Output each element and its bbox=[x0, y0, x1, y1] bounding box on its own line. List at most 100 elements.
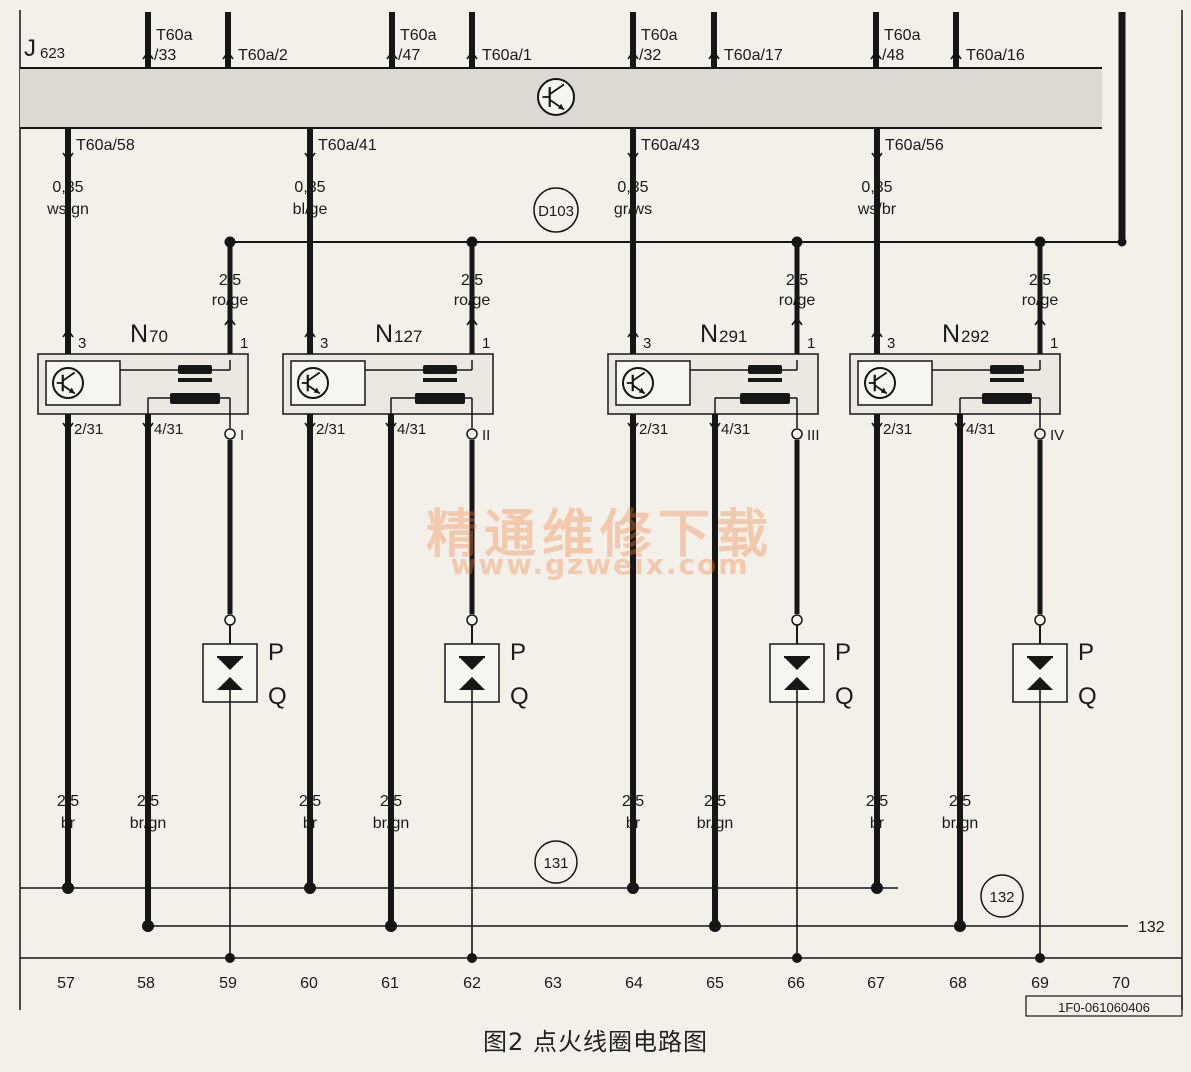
pin-ground1-label: 2/31 bbox=[316, 421, 345, 438]
doc-ref-box bbox=[1025, 995, 1183, 1017]
ground-point-d103-label: D103 bbox=[538, 203, 574, 220]
ground2-wire-color: br/gn bbox=[942, 815, 978, 832]
spark-plug-lower-electrode bbox=[784, 677, 810, 690]
transistor-arrow bbox=[68, 387, 75, 394]
ground2-wire-size: 2,5 bbox=[137, 793, 159, 810]
signal-pin-arrow bbox=[304, 328, 316, 338]
ht-lead-terminal bbox=[224, 614, 236, 626]
coil-name: N bbox=[942, 320, 960, 348]
supply-wire-size: 2,5 bbox=[1029, 272, 1051, 289]
signal-pin-arrow bbox=[62, 328, 74, 338]
transistor-collector bbox=[62, 371, 76, 382]
ecu-top-arrow bbox=[870, 50, 882, 60]
pin-ground1-label: 2/31 bbox=[74, 421, 103, 438]
transistor-circle bbox=[52, 367, 84, 399]
transistor-circle bbox=[622, 367, 654, 399]
supply-arrow bbox=[466, 316, 478, 326]
transistor-collector bbox=[632, 371, 646, 382]
ecu-top-pin-label: T60a bbox=[641, 27, 678, 44]
spark-plug-label-p: P bbox=[510, 639, 526, 666]
coil-secondary-winding bbox=[170, 393, 220, 404]
signal-wire-size: 0,35 bbox=[617, 179, 648, 196]
ecu-subscript: 623 bbox=[40, 45, 65, 62]
pin-signal-number: 3 bbox=[887, 335, 895, 352]
transistor-circle bbox=[537, 78, 575, 116]
spark-output-label: IV bbox=[1050, 427, 1064, 444]
pin-ground2-label: 4/31 bbox=[721, 421, 750, 438]
coil-transistor-icon bbox=[297, 367, 329, 399]
supply-arrow bbox=[224, 316, 236, 326]
ground-line-ref: 132 bbox=[1138, 919, 1165, 936]
ground1-wire-color: br bbox=[870, 815, 885, 832]
transistor-arrow bbox=[558, 103, 565, 110]
coil-name: N bbox=[130, 320, 148, 348]
column-number: 69 bbox=[1031, 975, 1049, 992]
ground2-wire-size: 2,5 bbox=[380, 793, 402, 810]
column-number: 58 bbox=[137, 975, 155, 992]
signal-wire-size: 0,35 bbox=[294, 179, 325, 196]
pin-ground2-label: 4/31 bbox=[154, 421, 183, 438]
coil-primary-winding bbox=[748, 365, 782, 374]
ground2-wire-size: 2,5 bbox=[704, 793, 726, 810]
spark-plug-lower-electrode bbox=[217, 677, 243, 690]
signal-arrow bbox=[871, 152, 883, 162]
coil-transistor-icon bbox=[52, 367, 84, 399]
coil-core bbox=[748, 378, 782, 382]
pin-ground1-label: 2/31 bbox=[883, 421, 912, 438]
supply-junction bbox=[1034, 236, 1046, 248]
ecu-top-pin-label: T60a/17 bbox=[724, 47, 783, 64]
ecu-label: J bbox=[24, 35, 36, 62]
ground1-wire-size: 2,5 bbox=[866, 793, 888, 810]
transistor-arrow bbox=[638, 387, 645, 394]
ecu-bottom-pin-label: T60a/58 bbox=[76, 137, 135, 154]
ecu-top-pin-label: T60a bbox=[400, 27, 437, 44]
column-number: 59 bbox=[219, 975, 237, 992]
column-number: 64 bbox=[625, 975, 643, 992]
ecu-bottom-pin-label: T60a/56 bbox=[885, 137, 944, 154]
spark-plug-label-p: P bbox=[1078, 639, 1094, 666]
ht-lead-terminal bbox=[466, 614, 478, 626]
signal-wire-color: gr/ws bbox=[614, 201, 652, 218]
pin-ground2-label: 4/31 bbox=[397, 421, 426, 438]
coil-transistor-icon bbox=[864, 367, 896, 399]
spark-plug-label-q: Q bbox=[835, 683, 854, 710]
column-number: 67 bbox=[867, 975, 885, 992]
spark-plug-lower-electrode bbox=[459, 677, 485, 690]
ecu-top-pin-label: T60a bbox=[156, 27, 193, 44]
pin-signal-number: 3 bbox=[320, 335, 328, 352]
watermark-text: 精通维修下载 bbox=[425, 504, 774, 565]
column-number: 62 bbox=[463, 975, 481, 992]
supply-wire-size: 2,5 bbox=[786, 272, 808, 289]
pin-supply-number: 1 bbox=[807, 335, 815, 352]
ground-point-131-label: 131 bbox=[543, 855, 568, 872]
ecu-top-pin-label: /32 bbox=[639, 47, 661, 64]
coil-subscript: 127 bbox=[394, 327, 422, 346]
coil-core bbox=[423, 378, 457, 382]
supply-junction bbox=[466, 236, 478, 248]
coil-subscript: 70 bbox=[149, 327, 168, 346]
spark-output-terminal bbox=[466, 428, 478, 440]
coil-secondary-winding bbox=[982, 393, 1032, 404]
ht-lead-terminal bbox=[791, 614, 803, 626]
ground2-wire-size: 2,5 bbox=[949, 793, 971, 810]
ground1-wire-color: br bbox=[303, 815, 318, 832]
supply-junction bbox=[224, 236, 236, 248]
signal-arrow bbox=[62, 152, 74, 162]
spark-output-terminal bbox=[224, 428, 236, 440]
signal-pin-arrow bbox=[871, 328, 883, 338]
spark-output-label: III bbox=[807, 427, 820, 444]
coil-name: N bbox=[375, 320, 393, 348]
doc-ref-label: 1F0-061060406 bbox=[1058, 1000, 1150, 1015]
ecu-top-arrow bbox=[386, 50, 398, 60]
coil-subscript: 292 bbox=[961, 327, 989, 346]
ecu-top-pin-label: T60a/2 bbox=[238, 47, 288, 64]
signal-arrow bbox=[627, 152, 639, 162]
column-number: 66 bbox=[787, 975, 805, 992]
ecu-transistor-icon bbox=[537, 78, 575, 116]
signal-wire-size: 0,35 bbox=[52, 179, 83, 196]
ht-lead-terminal bbox=[1034, 614, 1046, 626]
pin-ground2-label: 4/31 bbox=[966, 421, 995, 438]
pin-ground1-label: 2/31 bbox=[639, 421, 668, 438]
coil-name: N bbox=[700, 320, 718, 348]
ecu-top-pin-label: T60a bbox=[884, 27, 921, 44]
